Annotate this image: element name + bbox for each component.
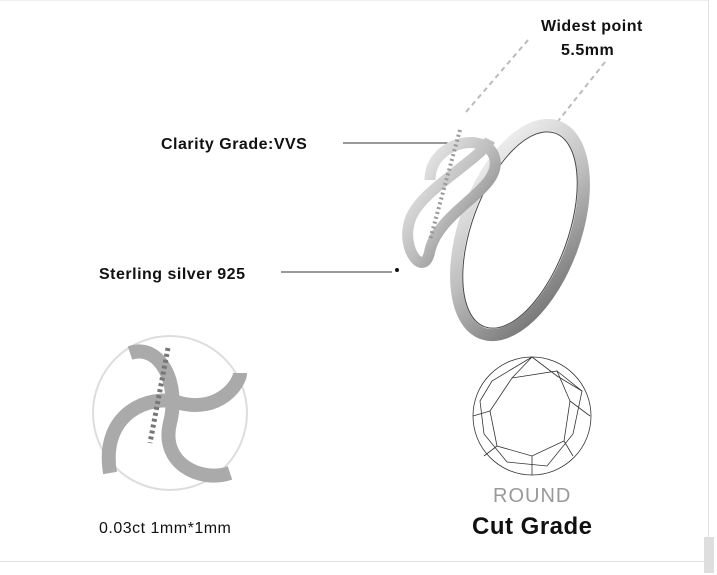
cut-grade-label: Cut Grade [472,513,593,540]
stone-size-label: 0.03ct 1mm*1mm [99,520,232,537]
widest-point-label: Widest point [541,18,643,35]
material-label: Sterling silver 925 [99,266,246,283]
clarity-label: Clarity Grade:VVS [161,136,308,153]
scrollbar-thumb[interactable] [704,537,714,573]
image-frame [0,0,709,562]
shape-label: ROUND [493,485,572,507]
round-cut-diamond-icon [472,356,592,476]
widest-point-value: 5.5mm [561,42,615,59]
ring-image [395,118,590,342]
detail-zoom-image [92,335,248,491]
